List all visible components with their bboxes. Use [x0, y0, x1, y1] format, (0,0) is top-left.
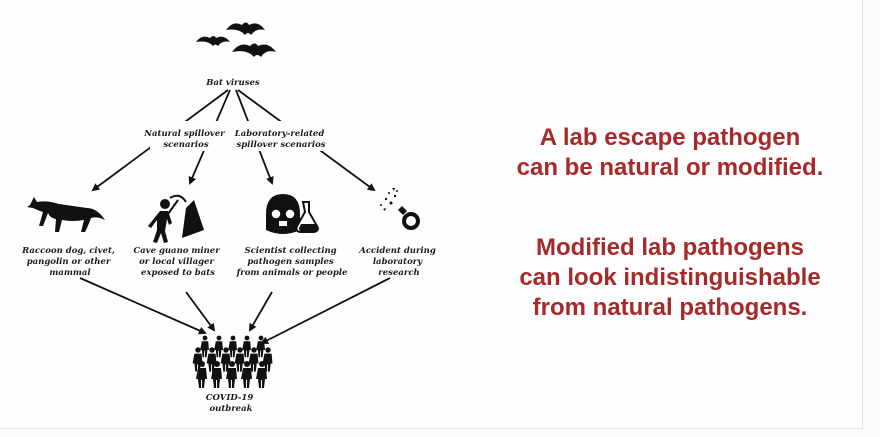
- message-line: can look indistinguishable: [519, 264, 821, 291]
- person-figure: [256, 335, 265, 358]
- slide-panel: [0, 0, 863, 429]
- message-line: Modified lab pathogens: [536, 234, 804, 261]
- person-figure: [196, 361, 207, 388]
- outbreak-label: COVID-19 outbreak: [206, 393, 256, 414]
- broken-flask-icon: [380, 188, 420, 230]
- person-figure: [242, 335, 251, 358]
- message-line: from natural pathogens.: [532, 294, 808, 321]
- person-figure: [228, 335, 237, 358]
- message-paragraph-2: Modified lab pathogens can look indistin…: [470, 233, 870, 323]
- arrow-animal-outbreak: [79, 277, 207, 335]
- bats-icon: [196, 22, 276, 57]
- person-figure: [262, 347, 273, 372]
- miner-icon: [148, 194, 204, 243]
- animal-label: Raccoon dog, civet, pangolin or other ma…: [21, 246, 118, 278]
- natural-scenarios-label: Natural spillover scenarios: [143, 129, 227, 150]
- person-figure: [256, 361, 267, 388]
- person-figure: [248, 347, 259, 372]
- person-figure: [200, 335, 209, 358]
- arrow-miner-outbreak: [185, 291, 216, 332]
- person-figure: [234, 347, 245, 372]
- arrow-scientist-outbreak: [248, 291, 273, 332]
- person-figure: [241, 361, 252, 388]
- scientist-label: Scientist collecting pathogen samples fr…: [236, 246, 348, 278]
- source-label: Bat viruses: [205, 78, 260, 88]
- person-figure: [211, 361, 222, 388]
- message-line: A lab escape pathogen: [539, 124, 801, 151]
- raccoon-dog-icon: [27, 197, 105, 232]
- person-figure: [226, 361, 237, 388]
- people-crowd-icon: [192, 335, 273, 388]
- accident-label: Accident during laboratory research: [358, 246, 439, 278]
- message-line: can be natural or modified.: [516, 154, 824, 181]
- scientist-icon: [266, 194, 319, 234]
- person-figure: [214, 335, 223, 358]
- person-figure: [206, 347, 217, 372]
- spillover-diagram: Bat viruses Natural spillover scenarios …: [21, 22, 439, 414]
- person-figure: [220, 347, 231, 372]
- miner-label: Cave guano miner or local villager expos…: [133, 246, 222, 278]
- arrows: [79, 89, 391, 344]
- arrow-accident-outbreak: [260, 277, 391, 344]
- person-figure: [192, 347, 203, 372]
- lab-scenarios-label: Laboratory-related spillover scenarios: [234, 129, 328, 150]
- message-paragraph-1: A lab escape pathogen can be natural or …: [470, 123, 870, 183]
